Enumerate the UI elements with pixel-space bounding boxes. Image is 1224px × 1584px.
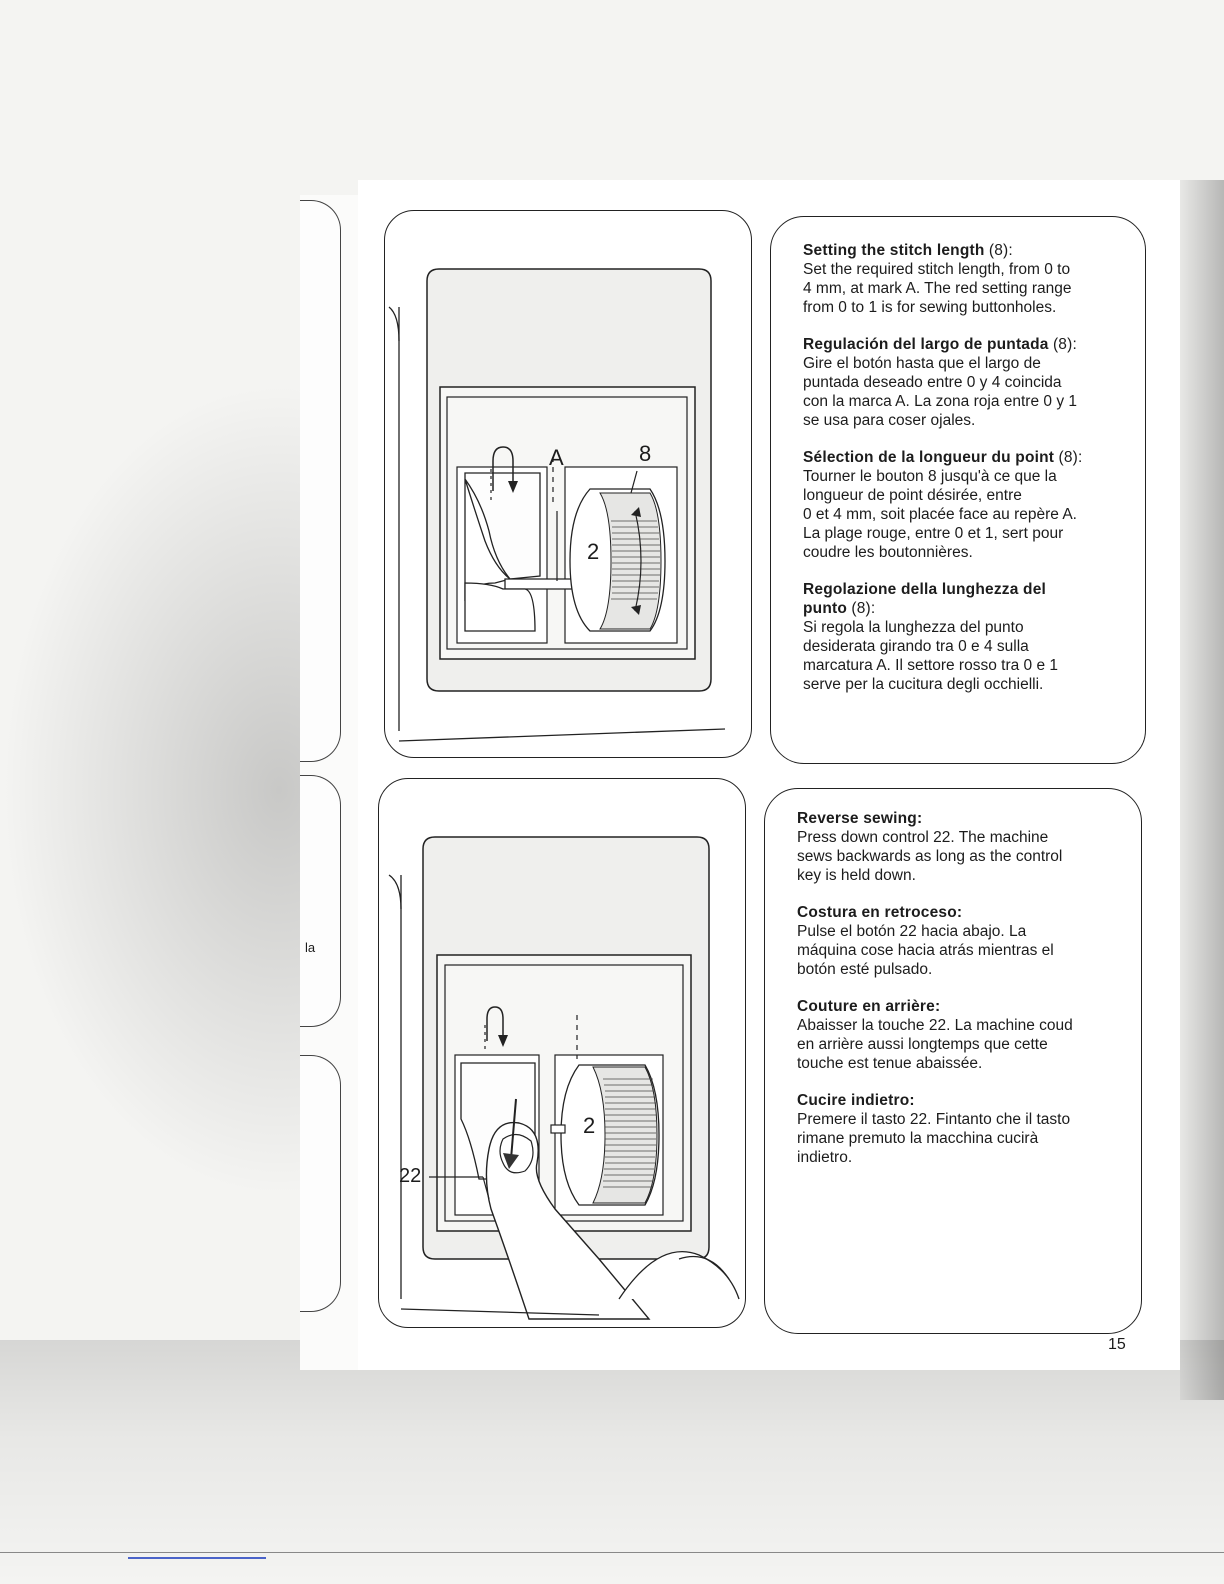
page-number: 15 — [1108, 1336, 1126, 1353]
section-heading: Costura en retroceso: — [797, 904, 963, 921]
instruction-section-es: Regulación del largo de puntada (8): Gir… — [803, 335, 1133, 430]
mark-a-label: A — [549, 445, 564, 470]
scan-edge-line — [0, 1552, 1224, 1553]
instruction-section-it: Regolazione della lunghezza del punto (8… — [803, 580, 1133, 694]
section-heading: Sélection de la longueur du point — [803, 449, 1055, 466]
previous-page-box — [300, 200, 341, 762]
section-body: Si regola la lunghezza del punto desider… — [803, 619, 1059, 693]
section-body: Gire el botón hasta que el largo de punt… — [803, 355, 1077, 429]
reverse-sewing-illustration-panel: 22 2 — [378, 778, 746, 1328]
previous-page-text: la — [305, 940, 316, 955]
control-22-label: 22 — [399, 1165, 422, 1187]
section-body: Tourner le bouton 8 jusqu'à ce que la lo… — [803, 468, 1077, 561]
instruction-section-fr: Sélection de la longueur du point (8): T… — [803, 448, 1133, 562]
section-heading: Couture en arrière: — [797, 998, 941, 1015]
instruction-section-fr: Couture en arrière: Abaisser la touche 2… — [797, 997, 1127, 1073]
scan-shadow — [1180, 180, 1224, 1400]
stitch-length-text-box: Setting the stitch length (8): Set the r… — [770, 216, 1146, 764]
reverse-sewing-illustration — [388, 836, 740, 1320]
scan-shadow — [0, 1340, 1224, 1584]
section-ref: (8): — [1058, 449, 1083, 466]
section-heading: Cucire indietro: — [797, 1092, 915, 1109]
scan-shadow — [0, 380, 310, 1200]
instruction-section-it: Cucire indietro: Premere il tasto 22. Fi… — [797, 1091, 1127, 1167]
section-ref: (8): — [851, 600, 876, 617]
stitch-length-illustration — [388, 268, 726, 742]
section-body: Pulse el botón 22 hacia abajo. La máquin… — [797, 923, 1054, 978]
previous-page-box — [300, 775, 341, 1027]
reverse-sewing-text-box: Reverse sewing: Press down control 22. T… — [764, 788, 1142, 1334]
instruction-section-es: Costura en retroceso: Pulse el botón 22 … — [797, 903, 1127, 979]
dial-value-label: 2 — [583, 1113, 596, 1138]
instruction-section-en: Setting the stitch length (8): Set the r… — [803, 241, 1133, 317]
dial-value-label: 2 — [587, 539, 600, 564]
section-heading: Regolazione della lunghezza del punto — [803, 581, 1047, 617]
section-body: Abaisser la touche 22. La machine coud e… — [797, 1017, 1073, 1072]
section-ref: (8): — [1052, 336, 1077, 353]
section-body: Press down control 22. The machine sews … — [797, 829, 1063, 884]
scan-edge-mark — [128, 1557, 266, 1559]
section-body: Set the required stitch length, from 0 t… — [803, 261, 1072, 316]
stitch-length-text: Setting the stitch length (8): Set the r… — [803, 241, 1133, 712]
section-ref: (8): — [988, 242, 1013, 259]
stitch-length-illustration-panel: A 8 2 — [384, 210, 752, 758]
section-body: Premere il tasto 22. Fintanto che il tas… — [797, 1111, 1071, 1166]
section-heading: Regulación del largo de puntada — [803, 336, 1049, 353]
previous-page-box — [300, 1055, 341, 1312]
section-heading: Reverse sewing: — [797, 810, 923, 827]
instruction-section-en: Reverse sewing: Press down control 22. T… — [797, 809, 1127, 885]
knob-number-label: 8 — [639, 441, 652, 466]
reverse-sewing-text: Reverse sewing: Press down control 22. T… — [797, 809, 1127, 1185]
section-heading: Setting the stitch length — [803, 242, 985, 259]
